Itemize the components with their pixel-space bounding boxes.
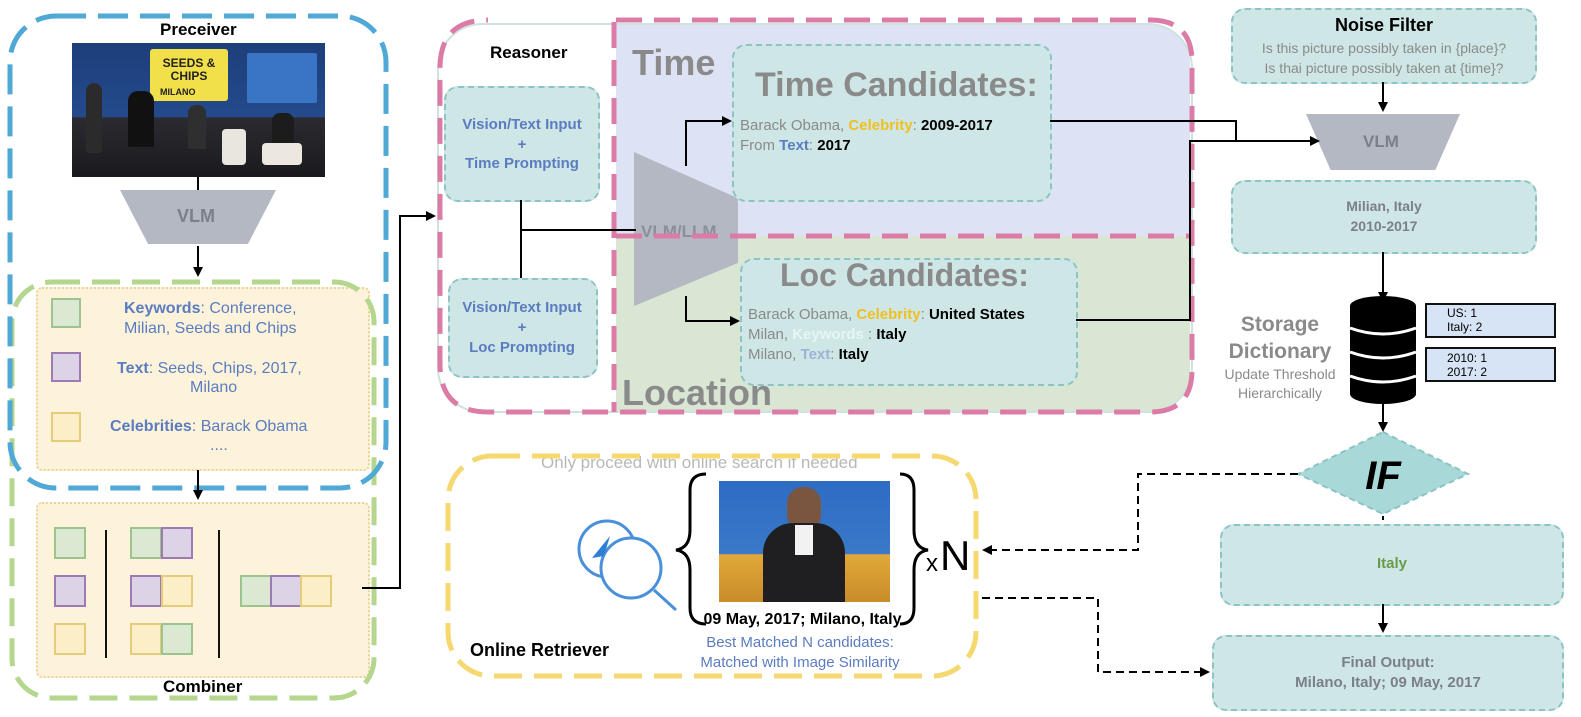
noise-filter-q2: Is thai picture possibly taken at {time}… — [1264, 60, 1504, 76]
keywords-square — [51, 298, 81, 328]
combo-square — [54, 623, 86, 655]
combo-square — [300, 575, 332, 607]
celebrities-square — [51, 412, 81, 442]
time-candidate-row-2: From Text: 2017 — [740, 137, 851, 154]
if-label: IF — [1365, 454, 1402, 498]
combo-square — [161, 575, 193, 607]
database-icon — [1349, 296, 1417, 404]
loc-candidates-box — [740, 258, 1078, 386]
reasoner-title: Reasoner — [490, 43, 568, 62]
text-square — [51, 352, 81, 382]
combo-square — [54, 575, 86, 607]
keywords-panel — [36, 287, 370, 471]
keywords-line-2: Milian, Seeds and Chips — [124, 320, 297, 337]
text-line: Text: Seeds, Chips, 2017, — [117, 360, 302, 377]
storage-title-1: Storage — [1240, 313, 1320, 336]
vlm-right-trapezoid — [1306, 114, 1460, 170]
retriever-best-1: Best Matched N candidates: — [706, 634, 894, 651]
combo-square — [130, 527, 162, 559]
filtered-l2: 2010-2017 — [1350, 218, 1418, 234]
obama-photo — [719, 481, 890, 602]
combiner-divider — [218, 530, 220, 658]
dict-2017: 2017: 2 — [1447, 365, 1488, 379]
dictionary-box-location — [1425, 303, 1556, 338]
loc-candidate-row-3: Milano, Text: Italy — [748, 346, 869, 363]
vlm-right-label: VLM — [1363, 132, 1399, 151]
filtered-l1: Milian, Italy — [1346, 198, 1422, 214]
time-candidates-title: Time Candidates: — [755, 66, 1038, 104]
vlm-encoder-left — [120, 190, 276, 244]
loc-input-l1: Vision/Text Input — [462, 299, 582, 316]
storage-title-2: Dictionary — [1228, 340, 1332, 363]
retriever-border — [445, 453, 979, 679]
combo-square — [130, 575, 162, 607]
photo-sign-text: SEEDS & CHIPS — [162, 56, 216, 83]
combo-square — [161, 623, 193, 655]
time-region-label: Time — [632, 42, 716, 83]
time-candidates-box — [732, 44, 1052, 202]
combo-square — [161, 527, 193, 559]
reasoner-outer-border — [437, 23, 1193, 413]
text-line-2: Milano — [190, 379, 238, 396]
combiner-title: Combiner — [163, 677, 243, 696]
loc-candidate-row-2: Milan, Keywords : Italy — [748, 326, 907, 343]
loc-candidates-title: Loc Candidates: — [780, 257, 1029, 293]
time-input-l3: Time Prompting — [465, 155, 579, 172]
loc-candidate-row-1: Barack Obama, Celebrity: United States — [748, 306, 1025, 323]
retriever-caption: 09 May, 2017; Milano, Italy — [703, 611, 902, 628]
combo-square — [240, 575, 272, 607]
storage-sub-2: Hierarchically — [1237, 385, 1323, 401]
time-input-l1: Vision/Text Input — [462, 116, 582, 133]
photo-city-text: MILANO — [160, 87, 196, 97]
celebrities-line: Celebrities: Barack Obama — [110, 418, 308, 435]
conference-photo: SEEDS & CHIPS MILANO — [72, 43, 325, 177]
n-candidates: N — [940, 532, 971, 579]
final-output-box — [1212, 635, 1564, 711]
storage-sub-1: Update Threshold — [1224, 366, 1336, 382]
combiner-border — [9, 279, 377, 701]
left-brace — [675, 472, 707, 626]
dict-italy: Italy: 2 — [1447, 320, 1483, 334]
time-input-l2: + — [517, 136, 527, 153]
italy-label: Italy — [1376, 555, 1407, 572]
if-diamond — [1295, 430, 1471, 516]
combiner-divider — [105, 530, 107, 658]
noise-filter-title: Noise Filter — [1334, 15, 1434, 35]
perceiver-title: Preceiver — [160, 20, 237, 39]
dict-us: US: 1 — [1447, 306, 1478, 320]
dict-2010: 2010: 1 — [1447, 351, 1488, 365]
final-output-l2: Milano, Italy; 09 May, 2017 — [1295, 674, 1481, 691]
combo-square — [54, 527, 86, 559]
loc-input-box — [448, 278, 598, 378]
right-brace — [899, 472, 929, 626]
time-candidate-row-1: Barack Obama, Celebrity: 2009-2017 — [740, 117, 993, 134]
noise-filter-q1: Is this picture possibly taken in {place… — [1261, 40, 1507, 56]
search-icon — [577, 519, 678, 612]
reasoner-border — [437, 17, 1195, 415]
loc-input-l3: Loc Prompting — [469, 339, 575, 356]
vlm-left-label: VLM — [177, 206, 215, 226]
dictionary-box-time — [1425, 347, 1556, 382]
filtered-result-box — [1231, 180, 1537, 254]
italy-box — [1220, 524, 1564, 606]
final-output-l1: Final Output: — [1341, 654, 1435, 671]
combo-square — [130, 623, 162, 655]
time-input-box — [444, 86, 600, 202]
times-sign: x — [926, 550, 938, 577]
ellipsis: .... — [210, 437, 228, 454]
loc-input-l2: + — [517, 319, 527, 336]
retriever-best-2: Matched with Image Similarity — [700, 654, 900, 671]
retriever-title: Online Retriever — [470, 640, 610, 660]
keywords-line: Keywords: Conference, — [124, 300, 297, 317]
